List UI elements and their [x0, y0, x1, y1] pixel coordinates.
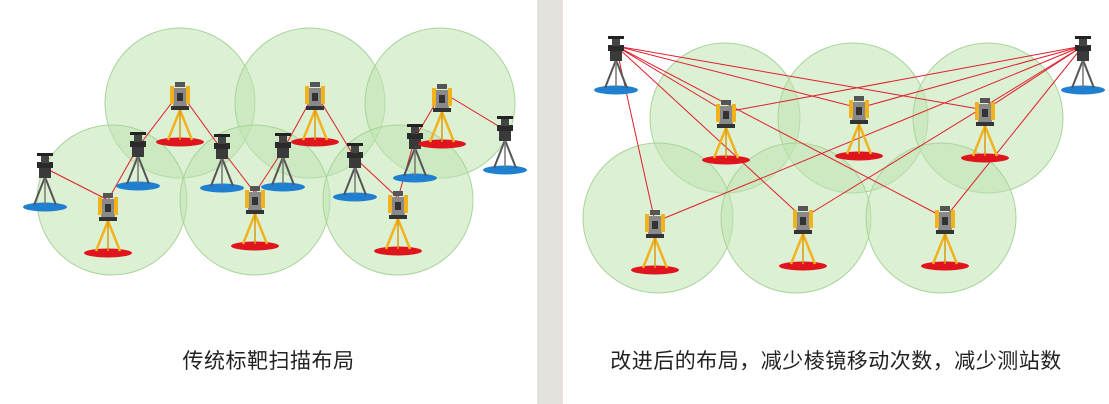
sight-line: [984, 45, 1084, 111]
sight-line: [44, 167, 109, 201]
target-tripod-icon: [483, 116, 527, 175]
target-tripod-icon: [594, 36, 638, 95]
devices: [23, 82, 527, 258]
sight-line: [858, 45, 1084, 109]
right-diagram: [582, 36, 1105, 294]
sight-line: [615, 45, 946, 219]
sight-lines: [615, 45, 1084, 223]
scanner-tripod-icon: [84, 193, 132, 258]
target-tripod-icon: [200, 134, 244, 193]
scanner-tripod-icon: [631, 210, 679, 275]
scanner-tripod-icon: [835, 96, 883, 161]
target-tripod-icon: [116, 132, 160, 191]
scanner-tripod-icon: [291, 82, 339, 147]
left-diagram: [23, 27, 527, 276]
right-panel: 改进后的布局，减少棱镜移动次数，减少测站数: [563, 0, 1109, 404]
right-caption: 改进后的布局，减少棱镜移动次数，减少测站数: [610, 349, 1062, 373]
sight-line: [615, 45, 986, 111]
sight-line: [354, 157, 399, 199]
sight-line: [802, 45, 1084, 219]
scanner-tripod-icon: [779, 206, 827, 271]
scanner-tripod-icon: [156, 82, 204, 147]
left-panel: 传统标靶扫描布局: [0, 0, 537, 404]
sight-line: [944, 45, 1084, 219]
target-tripod-icon: [23, 153, 67, 212]
scanner-tripod-icon: [702, 100, 750, 165]
scanner-tripod-icon: [921, 206, 969, 271]
left-caption: 传统标靶扫描布局: [182, 349, 355, 373]
target-tripod-icon: [261, 133, 305, 192]
scanner-tripod-icon: [961, 98, 1009, 163]
target-tripod-icon: [333, 143, 377, 202]
sight-line: [441, 91, 506, 131]
sight-line: [615, 45, 860, 109]
scanner-tripod-icon: [231, 186, 279, 251]
sight-line: [654, 45, 1084, 223]
sight-line: [725, 45, 1084, 113]
scanner-tripod-icon: [418, 84, 466, 149]
target-tripod-icon: [1061, 36, 1105, 95]
sight-line: [615, 45, 804, 219]
scanner-tripod-icon: [374, 191, 422, 256]
target-tripod-icon: [393, 124, 437, 183]
devices: [594, 36, 1105, 275]
sight-line: [615, 45, 727, 113]
